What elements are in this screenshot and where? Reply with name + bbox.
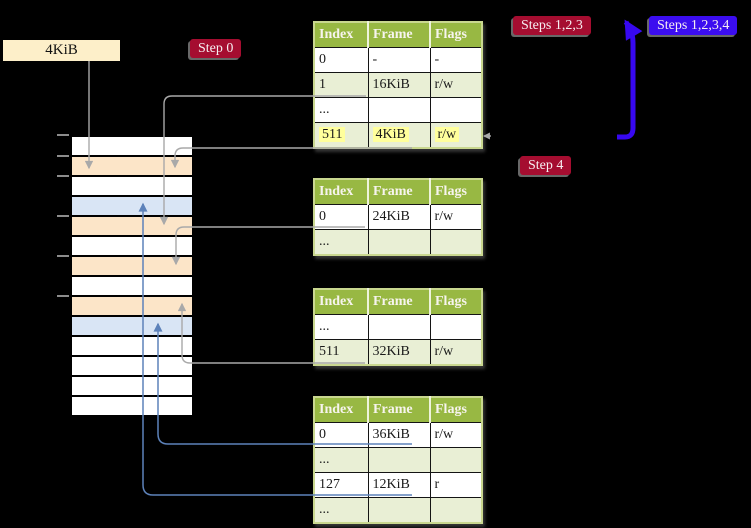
memory-frame-row-12 [72,375,192,395]
page-table-1-row-1-cell-1: 16KiB [367,72,431,98]
memory-frame-row-8 [72,295,192,315]
page-table-2-row-0-cell-2: r/w [429,204,483,230]
connector-table1-entry511-to-frame-4kib [170,147,412,169]
memory-tick-2 [57,175,69,177]
memory-frame-row-11 [72,355,192,375]
page-table-4-row-3-cell-0: ... [313,497,369,524]
page-table-1-row-0-cell-2: - [429,47,483,73]
page-table-1-row-2: ... [313,97,483,123]
memory-frame-row-9 [72,315,192,335]
highlighted-entry: 511 [319,127,346,142]
page-table-1-row-0-cell-1: - [367,47,431,73]
page-table-3-row-0-cell-1 [367,314,431,340]
page-table-3-row-0-cell-0: ... [313,314,369,340]
memory-frame-row-4 [72,215,192,235]
memory-tick-1 [57,155,69,157]
page-table-2-row-0-cell-0: 0 [313,204,369,230]
page-table-2-row-1: ... [313,229,483,256]
physical-memory-column [70,135,194,417]
badge-step-0: Step 0 [190,39,242,58]
memory-frame-row-2 [72,175,192,195]
page-table-1-header-flags: Flags [429,22,482,48]
memory-frame-row-3 [72,195,192,215]
page-table-4-row-2-cell-1: 12KiB [367,472,431,498]
page-table-4-row-1: ... [313,447,483,473]
page-table-4-row-0-cell-2: r/w [429,422,483,448]
page-table-1-row-2-cell-2 [429,97,483,123]
memory-tick-4 [57,255,69,257]
page-table-1-row-2-cell-0: ... [313,97,369,123]
page-table-1-header-frame: Frame [367,22,430,48]
memory-frame-row-0 [72,137,192,155]
page-table-1-row-0-cell-0: 0 [313,47,369,73]
page-table-1-row-0: 0-- [313,47,483,73]
page-table-4-row-3-cell-2 [429,497,483,524]
page-table-4-row-2-cell-2: r [429,472,483,498]
page-table-2-header-index: Index [314,179,368,205]
page-table-1-row-1-cell-2: r/w [429,72,483,98]
page-table-2-header-frame: Frame [367,179,430,205]
page-table-4-header-frame: Frame [367,397,430,423]
page-table-4-row-3: ... [313,497,483,524]
page-table-3-header-flags: Flags [429,289,482,315]
memory-tick-3 [57,215,69,217]
page-table-1-row-3: 511 4KiB r/w [313,122,483,149]
page-table-4-row-1-cell-1 [367,447,431,473]
page-table-3-row-1-cell-2: r/w [429,339,483,366]
page-table-1-row-3-cell-0: 511 [313,122,369,149]
badge-steps-1-2-3: Steps 1,2,3 [513,16,591,35]
memory-tick-5 [57,295,69,297]
memory-frame-row-13 [72,395,192,415]
page-table-3-header-frame: Frame [367,289,430,315]
page-table-2-row-1-cell-2 [429,229,483,256]
page-table-1-row-3-cell-2: r/w [429,122,483,149]
memory-frame-row-10 [72,335,192,355]
page-table-1-row-1-cell-0: 1 [313,72,369,98]
page-table-4-row-3-cell-1 [367,497,431,524]
page-table-3-row-0: ... [313,314,483,340]
page-table-4-row-1-cell-2 [429,447,483,473]
badge-steps-1-2-3-4: Steps 1,2,3,4 [649,16,738,35]
page-table-4-row-0-cell-1: 36KiB [367,422,431,448]
page-table-4-row-2-cell-0: 127 [313,472,369,498]
page-table-3-row-1-cell-1: 32KiB [367,339,431,366]
memory-tick-0 [57,134,69,136]
memory-frame-row-6 [72,255,192,275]
highlighted-entry: 4KiB [372,127,409,142]
page-table-1-header-index: Index [314,22,368,48]
page-table-1-row-2-cell-1 [367,97,431,123]
page-table-2-row-1-cell-0: ... [313,229,369,256]
page-table-4-header-index: Index [314,397,368,423]
page-table-1-row-3-cell-1: 4KiB [367,122,431,149]
page-table-2-row-0-cell-1: 24KiB [367,204,431,230]
highlighted-entry: r/w [434,127,460,142]
page-table-3-row-0-cell-2 [429,314,483,340]
memory-frame-row-7 [72,275,192,295]
page-table-3-row-1-cell-0: 511 [313,339,369,366]
memory-frame-row-5 [72,235,192,255]
page-table-3-header-index: Index [314,289,368,315]
page-table-4-header-flags: Flags [429,397,482,423]
connector-steps-loop-arrow [617,19,643,140]
badge-step-4: Step 4 [520,156,572,175]
memory-frame-row-1 [72,155,192,175]
page-table-2-row-1-cell-1 [367,229,431,256]
page-table-4-row-0-cell-0: 0 [313,422,369,448]
page-table-2-header-flags: Flags [429,179,482,205]
frame-size-label: 4KiB [3,40,120,61]
page-table-4-row-1-cell-0: ... [313,447,369,473]
